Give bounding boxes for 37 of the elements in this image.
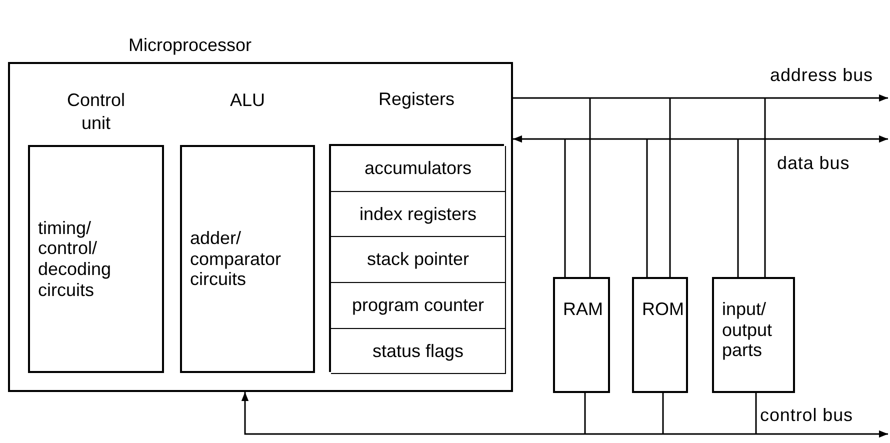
block-text: input/ output parts xyxy=(722,299,774,362)
bus-line xyxy=(737,139,739,277)
edge-label: data bus xyxy=(777,153,850,173)
register-cell xyxy=(331,146,506,192)
register-cell xyxy=(331,329,506,374)
block-text: stack pointer xyxy=(366,249,470,270)
register-cell xyxy=(331,192,506,237)
block-heading: ALU xyxy=(230,89,265,112)
block-box xyxy=(632,277,688,393)
block-text: index registers xyxy=(359,204,477,224)
block-text: accumulators xyxy=(364,158,472,179)
bus-line xyxy=(564,139,566,277)
block-box xyxy=(553,277,610,393)
bus-arrow xyxy=(513,94,888,102)
block-text: RAM xyxy=(563,299,603,320)
block-text: program counter xyxy=(352,295,484,316)
bus-arrow xyxy=(241,392,888,438)
block-heading: Registers xyxy=(378,88,455,110)
bus-line xyxy=(584,393,586,434)
block-box xyxy=(712,277,795,393)
block-text: status flags xyxy=(372,340,464,362)
register-cell xyxy=(331,283,506,329)
register-cell xyxy=(331,237,506,283)
edge-label: control bus xyxy=(760,405,853,425)
block-text: timing/ control/ decoding circuits xyxy=(38,218,112,300)
bus-line xyxy=(662,393,664,434)
block-heading: Control unit xyxy=(66,89,126,134)
bus-line xyxy=(646,139,648,277)
bus-line xyxy=(764,98,766,277)
block-text: adder/ comparator circuits xyxy=(190,228,282,290)
edge-label: address bus xyxy=(770,65,874,85)
block-heading: Microprocessor xyxy=(128,34,252,56)
block-text: ROM xyxy=(642,299,684,320)
bus-line xyxy=(589,98,591,277)
bus-arrow xyxy=(513,135,888,143)
bus-line xyxy=(755,393,757,434)
bus-line xyxy=(669,98,671,277)
